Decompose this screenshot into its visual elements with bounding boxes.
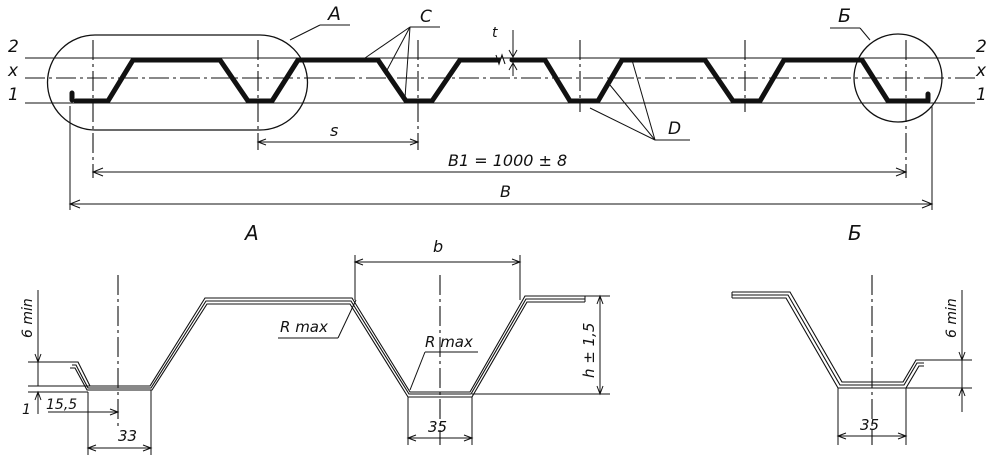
callout-b-label: Б bbox=[838, 5, 851, 27]
detail-a-profile-inner bbox=[70, 301, 585, 398]
dim-arrow-15-5 bbox=[109, 408, 120, 416]
callout-d-leader-2 bbox=[609, 84, 656, 141]
thickness-arrow-top bbox=[508, 49, 518, 59]
dim-arrow-1 bbox=[34, 390, 42, 401]
callout-c-leader-2 bbox=[385, 26, 411, 73]
detail-view-b: Б 6 min 35 bbox=[731, 221, 972, 445]
dim-arrows-h bbox=[596, 294, 604, 396]
view-b-outline bbox=[853, 33, 943, 123]
dim-arrows-s bbox=[256, 138, 420, 146]
rmax-2-leader bbox=[409, 351, 426, 391]
dim-label-33: 33 bbox=[118, 427, 137, 445]
rmax-1-leader bbox=[337, 299, 357, 339]
dim-arrows-b-small bbox=[353, 258, 522, 266]
sheet-profile-left bbox=[69, 57, 501, 104]
detail-b-profile-outer bbox=[732, 291, 924, 383]
detail-b-profile-inner bbox=[732, 297, 924, 389]
dim-arrows-6min-right bbox=[958, 351, 966, 397]
callout-d-leader-3 bbox=[631, 59, 656, 141]
level-label-1-right: 1 bbox=[976, 85, 987, 105]
dim-label-6min-left: 6 min bbox=[20, 298, 36, 338]
dim-arrow-6min-left bbox=[34, 353, 42, 364]
dim-label-1: 1 bbox=[22, 402, 31, 418]
view-a-title: А bbox=[243, 221, 259, 245]
dim-arrows-b bbox=[68, 199, 934, 209]
rmax-1-label: R max bbox=[280, 318, 328, 336]
dim-label-6min-right: 6 min bbox=[944, 298, 960, 338]
dim-label-b: B bbox=[500, 182, 511, 201]
dim-label-15-5: 15,5 bbox=[46, 397, 77, 413]
break-mark bbox=[495, 53, 506, 66]
callout-b-leader bbox=[859, 27, 871, 41]
dim-label-35-mid: 35 bbox=[428, 418, 447, 436]
callout-a-leader bbox=[289, 24, 321, 41]
full-cross-section: 2 x 1 2 x 1 t A Б C bbox=[7, 3, 987, 210]
dim-arrows-33 bbox=[86, 444, 153, 452]
callout-d-leader-1 bbox=[589, 107, 656, 141]
view-a-outline bbox=[46, 34, 309, 131]
callout-d-label: D bbox=[668, 119, 681, 139]
dim-label-s: s bbox=[330, 121, 338, 140]
detail-view-a: А b R max R max h ± 1,5 6 min bbox=[20, 221, 610, 455]
dim-arrows-b1 bbox=[91, 167, 908, 177]
level-label-2: 2 bbox=[8, 37, 19, 57]
callout-c-label: C bbox=[420, 7, 432, 27]
thickness-arrow-bottom bbox=[508, 61, 518, 71]
detail-a-profile-outer bbox=[70, 295, 585, 393]
level-label-2-right: 2 bbox=[976, 37, 987, 57]
sheet-profile-right bbox=[509, 57, 931, 104]
thickness-label: t bbox=[492, 25, 498, 41]
rmax-2-label: R max bbox=[425, 333, 473, 351]
dim-label-35-right: 35 bbox=[860, 416, 879, 434]
view-b-title: Б bbox=[848, 221, 862, 245]
detail-a-profile-core bbox=[72, 298, 585, 395]
level-label-x: x bbox=[7, 61, 19, 81]
callout-c-leader-1 bbox=[364, 26, 411, 59]
dim-label-b-small: b bbox=[433, 237, 443, 256]
dim-arrows-35-right bbox=[836, 432, 908, 440]
level-label-1: 1 bbox=[8, 85, 19, 105]
dim-arrows-35-mid bbox=[406, 434, 474, 442]
level-label-x-right: x bbox=[975, 61, 987, 81]
callout-a-label: A bbox=[326, 3, 341, 25]
dim-label-h: h ± 1,5 bbox=[580, 323, 598, 378]
callout-c-leader-3 bbox=[404, 26, 411, 99]
dim-label-b1: B1 = 1000 ± 8 bbox=[448, 151, 567, 170]
